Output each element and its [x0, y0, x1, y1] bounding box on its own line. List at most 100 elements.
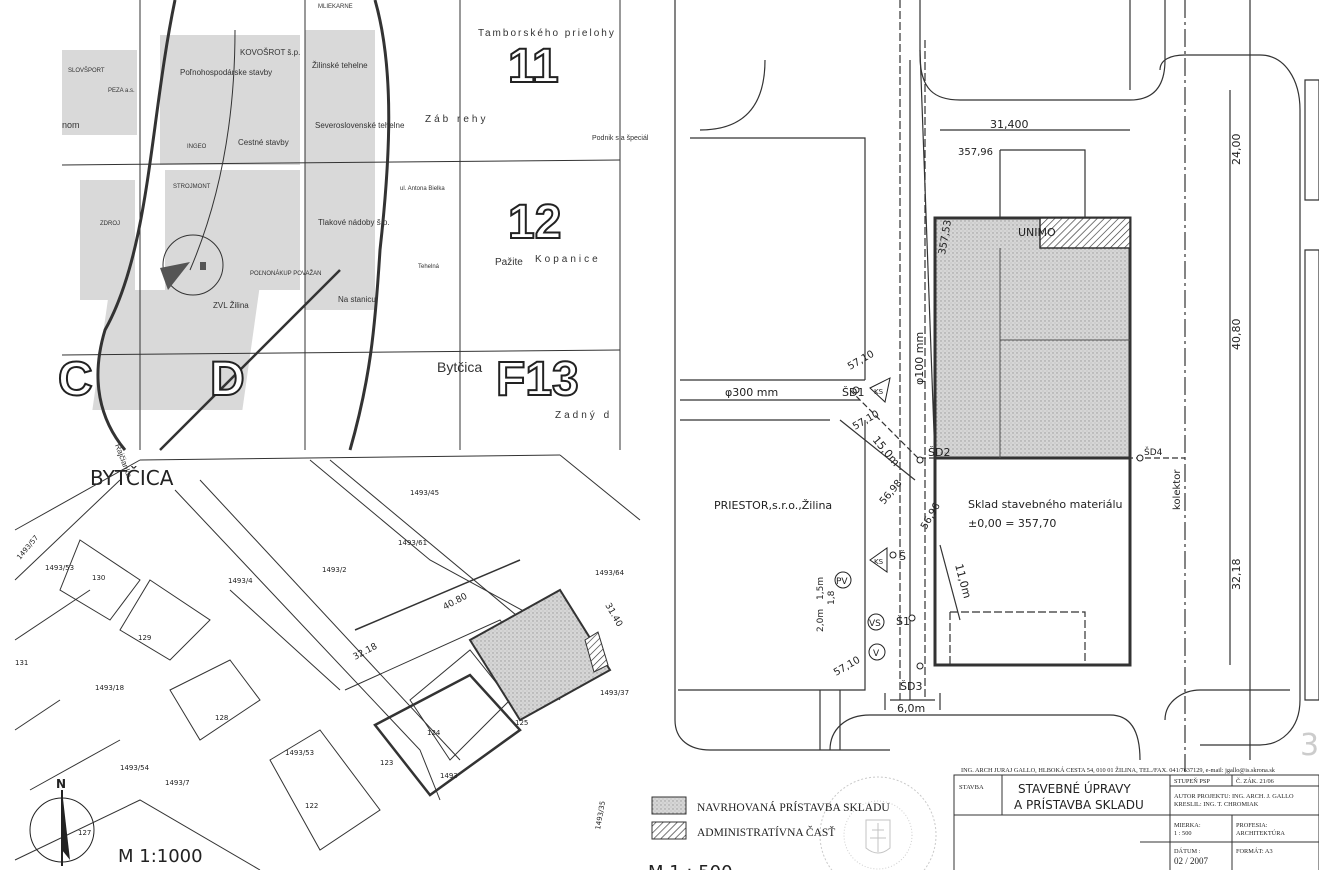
dim-label: 11,0m — [952, 562, 974, 599]
scale-value: 1 : 500 — [1174, 830, 1192, 837]
map-label: Cestné stavby — [238, 138, 289, 147]
building-number: 130 — [92, 574, 105, 582]
building-number: 129 — [138, 634, 151, 642]
grid-label-d: D — [210, 353, 245, 406]
map-label: ZVL Žilina — [213, 301, 249, 310]
parcel-label: 1493/53 — [285, 749, 314, 757]
manhole-label: ŠD4 — [1144, 446, 1163, 458]
legend-swatch-stipple — [651, 796, 687, 815]
map-label: STROJMONT — [173, 184, 211, 190]
dim-label: 32,18 — [1230, 559, 1243, 591]
manhole-label: ŠD2 — [928, 446, 950, 459]
legend: NAVRHOVANÁ PRÍSTAVBA SKLADU ADMINISTRATÍ… — [648, 796, 890, 870]
ks-symbol: KS — [874, 388, 884, 396]
elevation-label: 57,10 — [851, 409, 881, 433]
map-label: nom — [62, 120, 80, 130]
parcel-label: 1493/54 — [120, 764, 150, 772]
building-number: 127 — [78, 829, 91, 837]
building-name: Sklad stavebného materiálu — [968, 498, 1123, 511]
parcel-label: 1493/35 — [594, 800, 607, 830]
legend-label: NAVRHOVANÁ PRÍSTAVBA SKLADU — [697, 800, 890, 814]
dim-label: 15,0m — [870, 434, 903, 469]
existing-warehouse — [933, 456, 1132, 667]
scale-label: MIERKA: — [1174, 822, 1201, 829]
collector-label: kolektor — [1172, 469, 1183, 510]
map-label: Tehelná — [418, 264, 440, 270]
map-label: ul. Antona Bielka — [400, 186, 445, 192]
map-label: Poľnohospodárske stavby — [180, 68, 272, 77]
town-label: BYTČICA — [90, 466, 174, 490]
parcel-label: 1493/37 — [600, 689, 629, 697]
profession-value: ARCHITEKTÚRA — [1236, 829, 1285, 837]
architect-stamp — [819, 776, 937, 870]
map-label: Tlakové nádoby š.p. — [318, 218, 390, 227]
elevation-label: 357,96 — [958, 147, 993, 158]
map-label: Severoslovenské tehelne — [315, 121, 405, 130]
elevation-label: 56,98 — [878, 478, 905, 507]
pipe-branch-label: φ100 mm — [913, 332, 926, 385]
scale-1000: M 1:1000 — [118, 846, 203, 867]
author: AUTOR PROJEKTU: ING. ARCH. J. GALLO — [1174, 793, 1294, 800]
pipe-main-label: φ300 mm — [725, 386, 778, 399]
building-number: 125 — [515, 719, 528, 727]
parcel-label: 1493/45 — [410, 489, 439, 497]
dim-label: 31,400 — [990, 118, 1029, 131]
parcel-label: 1493/57 — [15, 534, 40, 561]
scale-500: M 1 : 500 — [648, 862, 733, 870]
map-label: PEZA a.s. — [108, 88, 135, 94]
architect-header: ING. ARCH JURAJ GALLO, HLBOKÁ CESTA 54, … — [961, 766, 1276, 774]
elevation-label: 57,10 — [846, 349, 876, 373]
map-label: Záb rehy — [425, 114, 488, 125]
elevation-label: 56,96 — [919, 501, 943, 531]
building-number: 124 — [427, 729, 441, 737]
map-label: Žilinské tehelne — [312, 61, 368, 70]
parcel-label: 1493/18 — [95, 684, 124, 692]
order-number: Č. ZÁK. 21/06 — [1236, 777, 1274, 785]
parcel-label: 1493/64 — [595, 569, 625, 577]
map-label: Podnik s a špeciál — [592, 135, 649, 142]
admin-label: UNIMO — [1018, 226, 1056, 239]
site-plan-1000: BYTČICA 40.80 32.18 31.40 1493/45 1493/6… — [14, 454, 641, 870]
grid-label-11: 11 — [508, 40, 559, 93]
map-label: SLOVŠPORT — [68, 67, 105, 74]
parcel-label: 1493/61 — [398, 539, 427, 547]
dim-label: 6,0m — [897, 702, 925, 715]
grid-label-f13: F13 — [496, 353, 579, 406]
map-label: MLIEKARNE — [318, 4, 353, 10]
project-title-line2: A PRÍSTAVBA SKLADU — [1014, 797, 1144, 812]
proposed-extension — [933, 216, 1132, 460]
utility-symbols: PV VS V KS KS — [834, 377, 891, 661]
parcel-label: 1493/4 — [228, 577, 253, 585]
parcel-label: 1493/53 — [45, 564, 74, 572]
dim-label: 32.18 — [352, 642, 380, 663]
map-label: Zadný d — [555, 410, 612, 421]
grid-label-c: C — [58, 353, 93, 406]
north-label: N — [56, 777, 66, 791]
administrative-part — [1039, 217, 1131, 249]
dim-label: 40,80 — [1230, 319, 1243, 351]
dim-label: 24,00 — [1230, 134, 1243, 166]
parcel-label: 1493/2 — [322, 566, 347, 574]
map-label: Tamborského prielohy — [478, 28, 616, 39]
building-level: ±0,00 = 357,70 — [968, 517, 1056, 530]
dim-label: 1,5m — [816, 577, 826, 600]
building-number: 123 — [380, 759, 393, 767]
elevation-label: 57,10 — [832, 655, 862, 679]
dim-label: 2,0m — [816, 609, 826, 632]
date-value: 02 / 2007 — [1174, 856, 1209, 866]
ks-symbol: KS — [874, 558, 884, 566]
manhole-label: ŠD3 — [900, 680, 922, 693]
building-number: 128 — [215, 714, 228, 722]
manhole-label: Š — [899, 550, 906, 563]
profession-label: PROFESIA: — [1236, 822, 1268, 829]
dim-label: 1,8 — [827, 590, 837, 605]
pv-symbol: PV — [836, 577, 848, 587]
manhole-label: Š1 — [896, 615, 910, 628]
vs-symbol: VS — [869, 619, 881, 629]
dim-label: 31.40 — [602, 602, 624, 630]
map-label: Pažite — [495, 257, 523, 268]
map-label: Kopanice — [535, 254, 601, 265]
corner-mark: 3 — [1300, 728, 1319, 763]
stavba-label: STAVBA — [959, 784, 984, 791]
